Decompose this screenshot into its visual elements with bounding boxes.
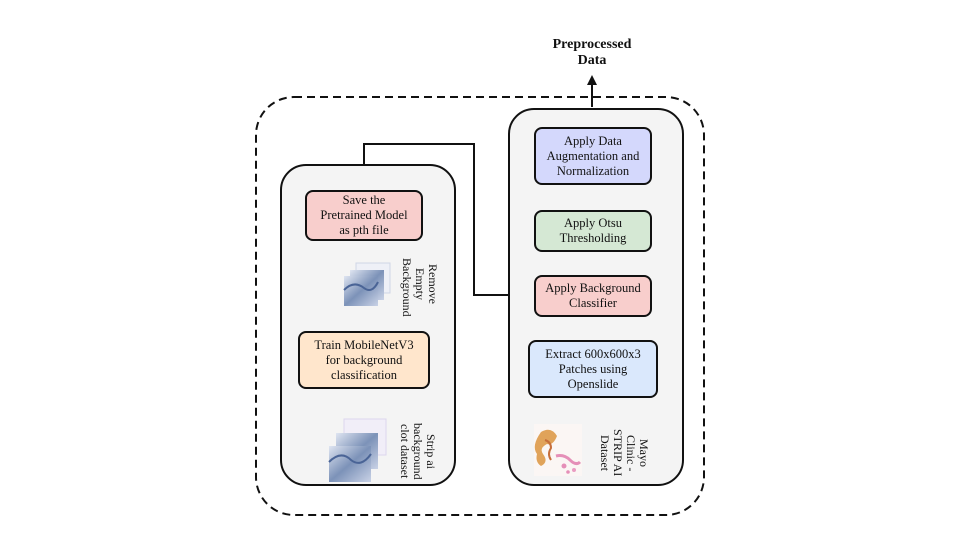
patch-tiles-image: [343, 262, 391, 306]
outer-dashed-container: [255, 96, 705, 516]
remove-empty-label: Remove Empty Background: [400, 258, 440, 317]
whole-slide-image: [534, 424, 582, 476]
train-model-box: Train MobileNetV3 for background classif…: [298, 331, 430, 389]
dataset-tiles-image: [328, 418, 387, 482]
mayo-dataset-label: Mayo Clinic - STRIP AI Dataset: [598, 429, 651, 477]
arrow-model-to-classifier: [363, 143, 533, 300]
save-model-box: Save the Pretrained Model as pth file: [305, 190, 423, 241]
strip-dataset-label: Strip ai background clot dataset: [398, 422, 438, 480]
otsu-box: Apply Otsu Thresholding: [534, 210, 652, 252]
output-label: Preprocessed Data: [552, 37, 632, 68]
augmentation-box: Apply Data Augmentation and Normalizatio…: [534, 127, 652, 185]
extract-patches-box: Extract 600x600x3 Patches using Openslid…: [528, 340, 658, 398]
background-classifier-box: Apply Background Classifier: [534, 275, 652, 317]
